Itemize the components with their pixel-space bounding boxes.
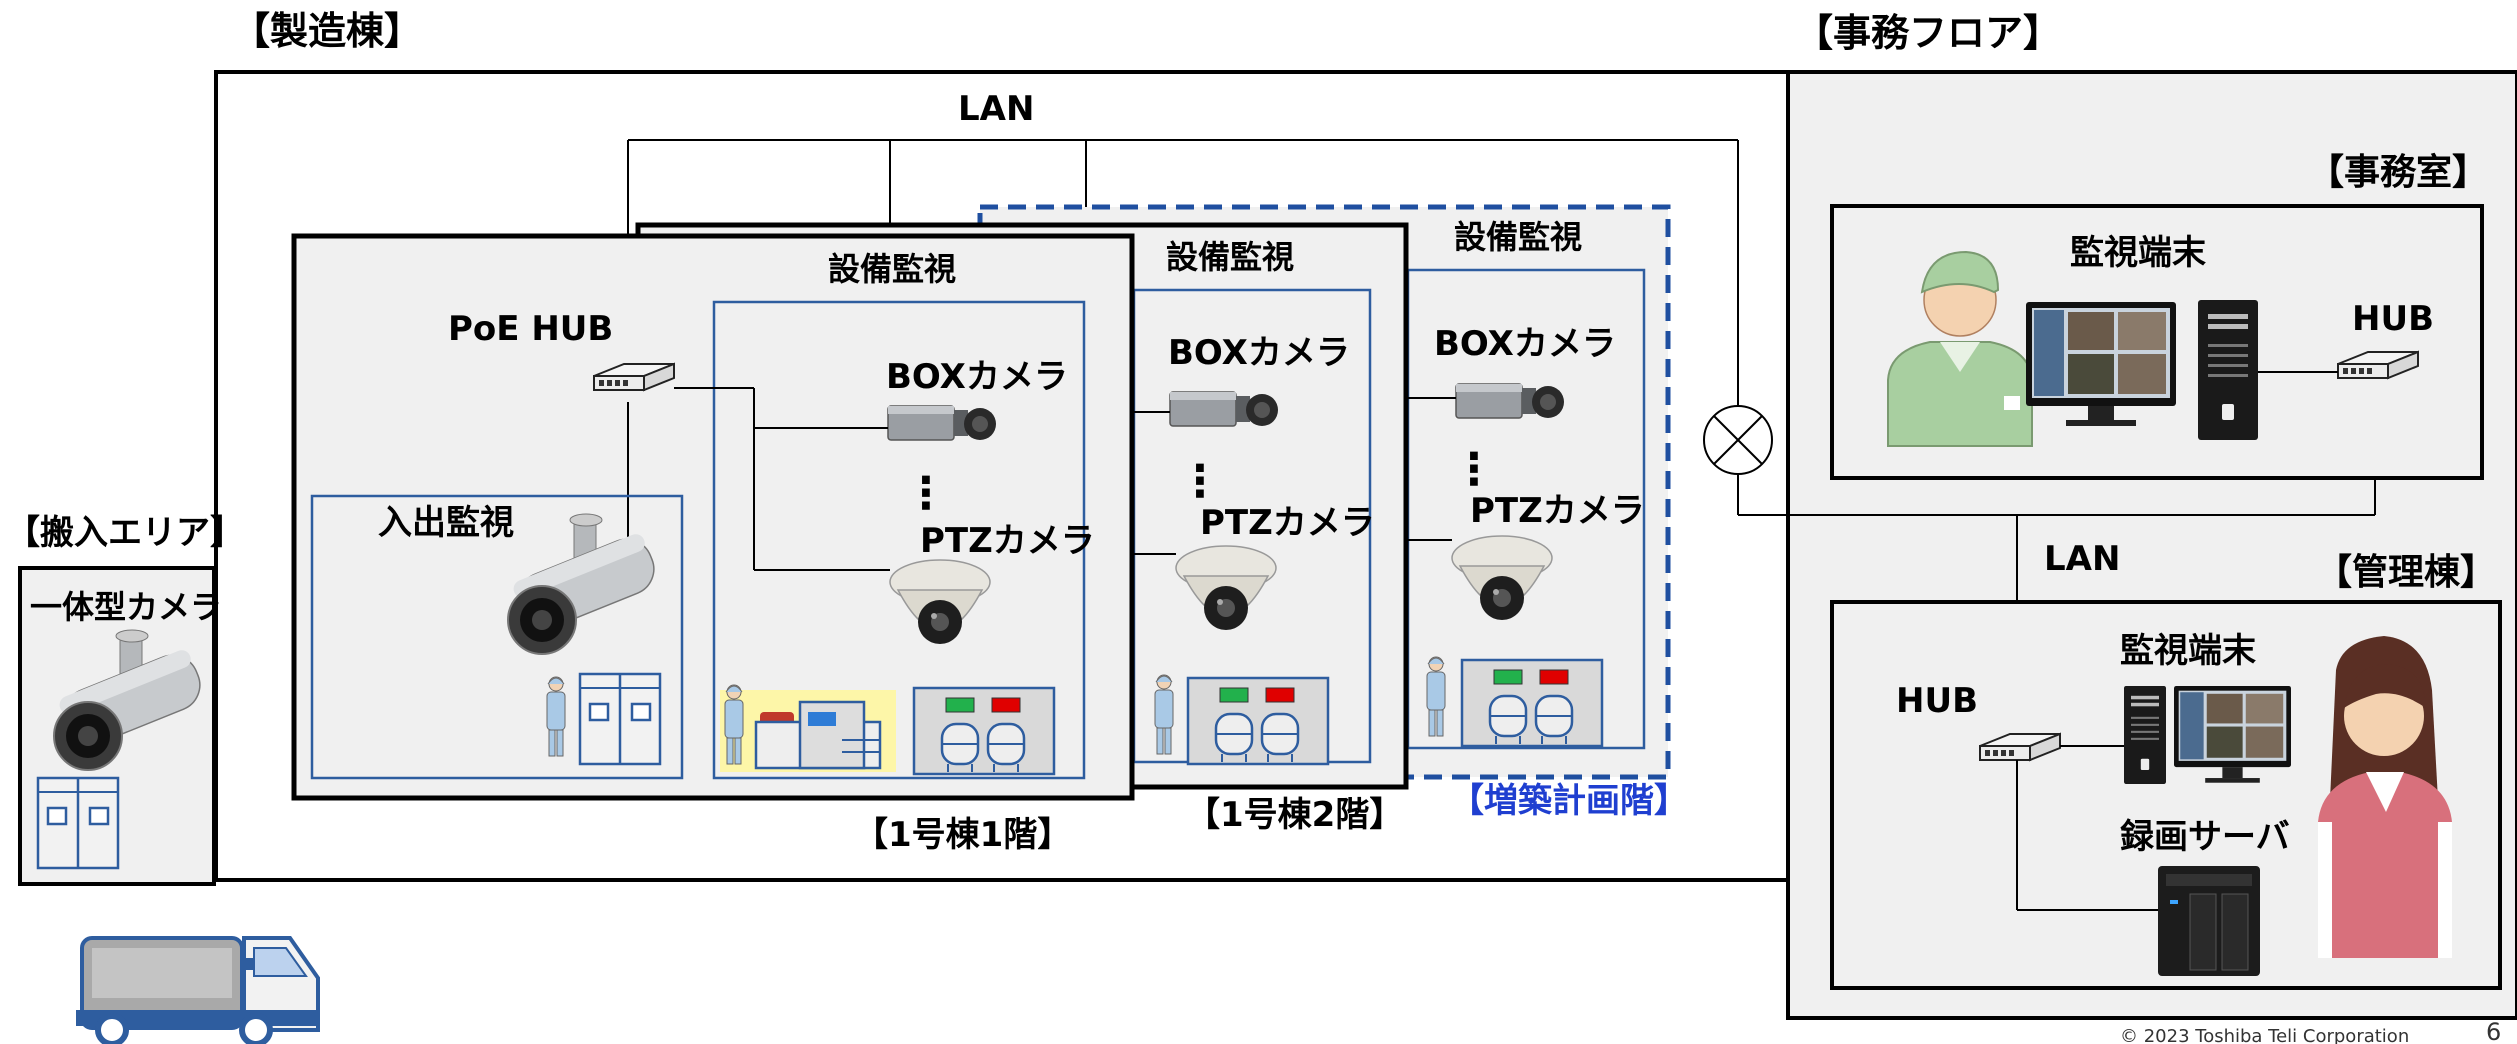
- ellipsis-3: ⋮: [1452, 444, 1496, 495]
- staff-icon: [2318, 636, 2452, 958]
- lan-label-mid: LAN: [2044, 539, 2120, 579]
- monitor-terminal-label-office: 監視端末: [2070, 233, 2206, 273]
- box-camera-label-2: BOXカメラ: [1168, 333, 1350, 373]
- copyright-text: © 2023 Toshiba Teli Corporation: [2120, 1026, 2409, 1044]
- ellipsis-1: ⋮: [904, 468, 948, 519]
- door-icon: [36, 776, 120, 870]
- door-icon: [578, 672, 662, 766]
- monitor-terminal-label-mgmt: 監視端末: [2120, 631, 2256, 671]
- equipment-monitoring-frame-1: [712, 300, 1086, 780]
- floor1-label: 【1号棟1階】: [854, 815, 1071, 855]
- hub-label-mgmt: HUB: [1896, 681, 1978, 721]
- hub-label-office: HUB: [2352, 299, 2434, 339]
- ptz-camera-label-1: PTZカメラ: [920, 521, 1095, 561]
- entry-monitoring-frame: [310, 494, 684, 780]
- office-floor-title: 【事務フロア】: [1795, 11, 2061, 55]
- box-camera-icon: [887, 405, 997, 441]
- lan-label-top: LAN: [958, 89, 1034, 129]
- expansion-floor-label: 【増築計画階】: [1450, 781, 1688, 821]
- box-camera-icon: [1169, 391, 1279, 427]
- recording-server-label: 録画サーバ: [2120, 817, 2290, 857]
- factory-building-title: 【製造棟】: [232, 9, 422, 53]
- equipment-monitoring-label-1: 設備監視: [828, 250, 956, 288]
- box-camera-label-1: BOXカメラ: [886, 357, 1068, 397]
- worker-icon: [1887, 250, 2033, 447]
- machine-icon: [720, 690, 896, 772]
- equipment-monitoring-label-2: 設備監視: [1166, 238, 1294, 276]
- floor2-label: 【1号棟2階】: [1186, 795, 1403, 835]
- integrated-camera-label: 一体型カメラ: [30, 588, 222, 626]
- page-number: 6: [2486, 1018, 2501, 1044]
- box-camera-icon: [1455, 383, 1565, 419]
- box-camera-label-3: BOXカメラ: [1434, 324, 1616, 364]
- management-building-title: 【管理棟】: [2316, 552, 2496, 593]
- equipment-monitoring-label-3: 設備監視: [1454, 218, 1582, 256]
- nas-server-icon: [2158, 866, 2260, 976]
- gateway-icon: [1703, 405, 1773, 475]
- tank-icon: [1460, 658, 1604, 748]
- tank-icon: [912, 686, 1056, 776]
- ptz-camera-label-3: PTZカメラ: [1470, 491, 1645, 531]
- office-room-title: 【事務室】: [2308, 152, 2488, 193]
- pc-tower-icon: [2198, 300, 2258, 440]
- ellipsis-2: ⋮: [1178, 456, 1222, 507]
- delivery-area-title: 【搬入エリア】: [6, 513, 244, 553]
- ptz-camera-label-2: PTZカメラ: [1200, 503, 1375, 543]
- truck-icon: [76, 936, 320, 1044]
- pc-tower-icon: [2124, 686, 2166, 784]
- entry-monitoring-label: 入出監視: [378, 503, 514, 543]
- poe-hub-label: PoE HUB: [448, 309, 613, 349]
- tank-icon: [1186, 676, 1330, 766]
